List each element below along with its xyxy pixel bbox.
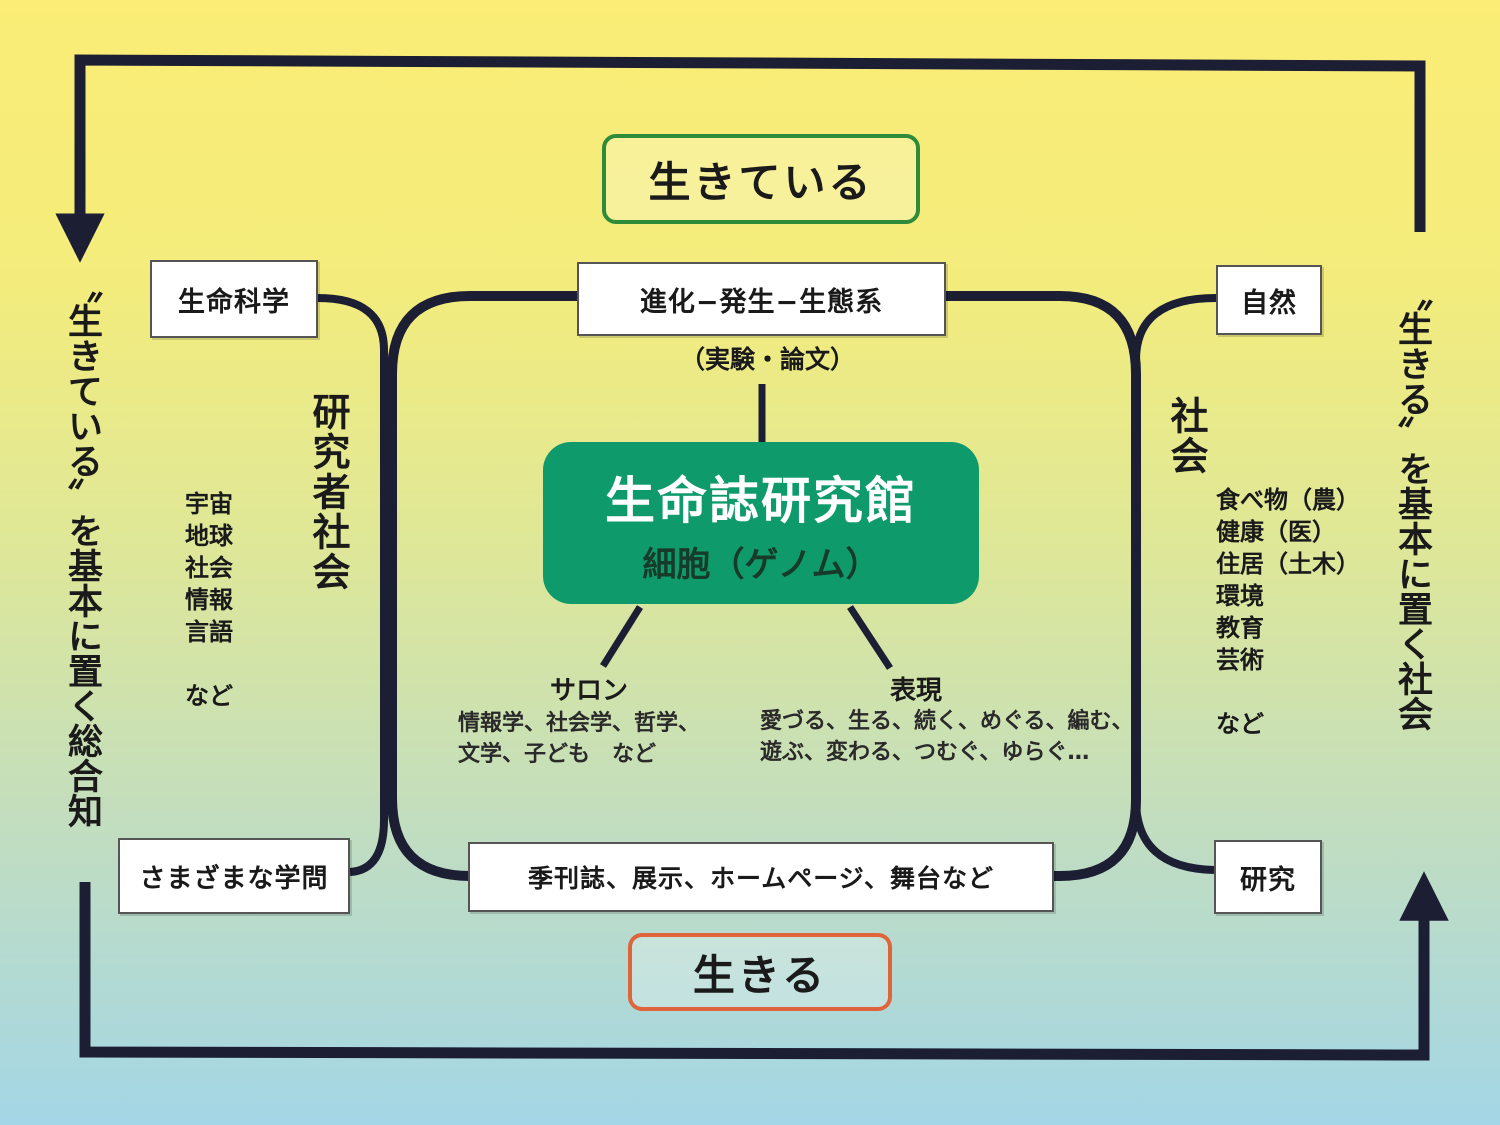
right-outer-text: 〝生きる〟を基本に置く社会: [1392, 276, 1432, 731]
box-life-science-text: 生命科学: [178, 286, 290, 318]
box-nature-text: 自然: [1241, 287, 1297, 319]
outer-arrow-top: [55, 54, 1426, 263]
left-bracket: [317, 294, 388, 876]
box-disciplines: さまざまな学問: [118, 838, 350, 914]
society-label: 社会: [1164, 396, 1208, 476]
field-item: 宇宙: [185, 490, 233, 518]
salon-line: 情報学、社会学、哲学、: [458, 711, 701, 736]
right-bracket: [1132, 294, 1217, 874]
field-item: [185, 648, 233, 680]
field-item: 教育: [1216, 614, 1264, 642]
expression-line: 遊ぶ、変わる、つむぐ、ゆらぐ…: [760, 740, 1090, 765]
field-item: [1216, 676, 1360, 708]
label-ikiteiru-text: 生きている: [648, 157, 874, 207]
box-publications: 季刊誌、展示、ホームページ、舞台など: [468, 842, 1054, 912]
box-life-science: 生命科学: [150, 260, 318, 338]
label-ikiteiru: 生きている: [602, 134, 920, 224]
label-ikiru: 生きる: [628, 933, 892, 1011]
field-item: 食べ物（農）: [1216, 486, 1360, 514]
researcher-society: 研究者社会: [306, 392, 350, 592]
field-item: など: [1216, 710, 1264, 738]
salon-line: 文学、子ども など: [458, 742, 657, 767]
outer-arrow-bottom: [79, 871, 1449, 1061]
note-experiment: （実験・論文）: [680, 345, 856, 374]
field-item: 環境: [1216, 582, 1264, 610]
center-brh: 生命誌研究館 細胞（ゲノム）: [543, 442, 979, 604]
box-evolution-text: 進化−発生−生態系: [639, 286, 884, 318]
salon-text: 情報学、社会学、哲学、 文学、子ども など: [458, 708, 700, 770]
left-fields: 宇宙 地球 社会 情報 言語 など: [185, 488, 233, 712]
box-research: 研究: [1214, 840, 1322, 914]
right-fields: 食べ物（農） 健康（医） 住居（土木） 環境 教育 芸術 など: [1216, 484, 1360, 740]
expression-line: 愛づる、生る、続く、めぐる、編む、: [760, 709, 1134, 734]
field-item: 地球: [185, 522, 233, 550]
field-item: 住居（土木）: [1216, 550, 1360, 578]
center-subtitle: 細胞（ゲノム）: [642, 544, 880, 585]
connector-expression: [847, 605, 893, 670]
label-ikiru-text: 生きる: [692, 950, 828, 1000]
field-item: 社会: [185, 554, 233, 582]
field-item: 情報: [185, 586, 233, 614]
center-title: 生命誌研究館: [605, 471, 917, 530]
expression-title: 表現: [890, 676, 943, 706]
box-nature: 自然: [1216, 265, 1322, 335]
left-outer-text: 〝生きている〟を基本に置く総合知: [62, 268, 102, 828]
connector-salon: [600, 605, 643, 668]
box-disciplines-text: さまざまな学問: [139, 863, 329, 894]
field-item: 芸術: [1216, 646, 1264, 674]
expression-text: 愛づる、生る、続く、めぐる、編む、 遊ぶ、変わる、つむぐ、ゆらぐ…: [760, 706, 1134, 768]
field-item: 健康（医）: [1216, 518, 1336, 546]
salon-title: サロン: [550, 676, 629, 706]
field-item: 言語: [185, 618, 233, 646]
box-publications-text: 季刊誌、展示、ホームページ、舞台など: [527, 864, 994, 893]
field-item: など: [185, 682, 233, 710]
box-research-text: 研究: [1240, 864, 1296, 896]
box-evolution: 進化−発生−生態系: [577, 262, 946, 336]
